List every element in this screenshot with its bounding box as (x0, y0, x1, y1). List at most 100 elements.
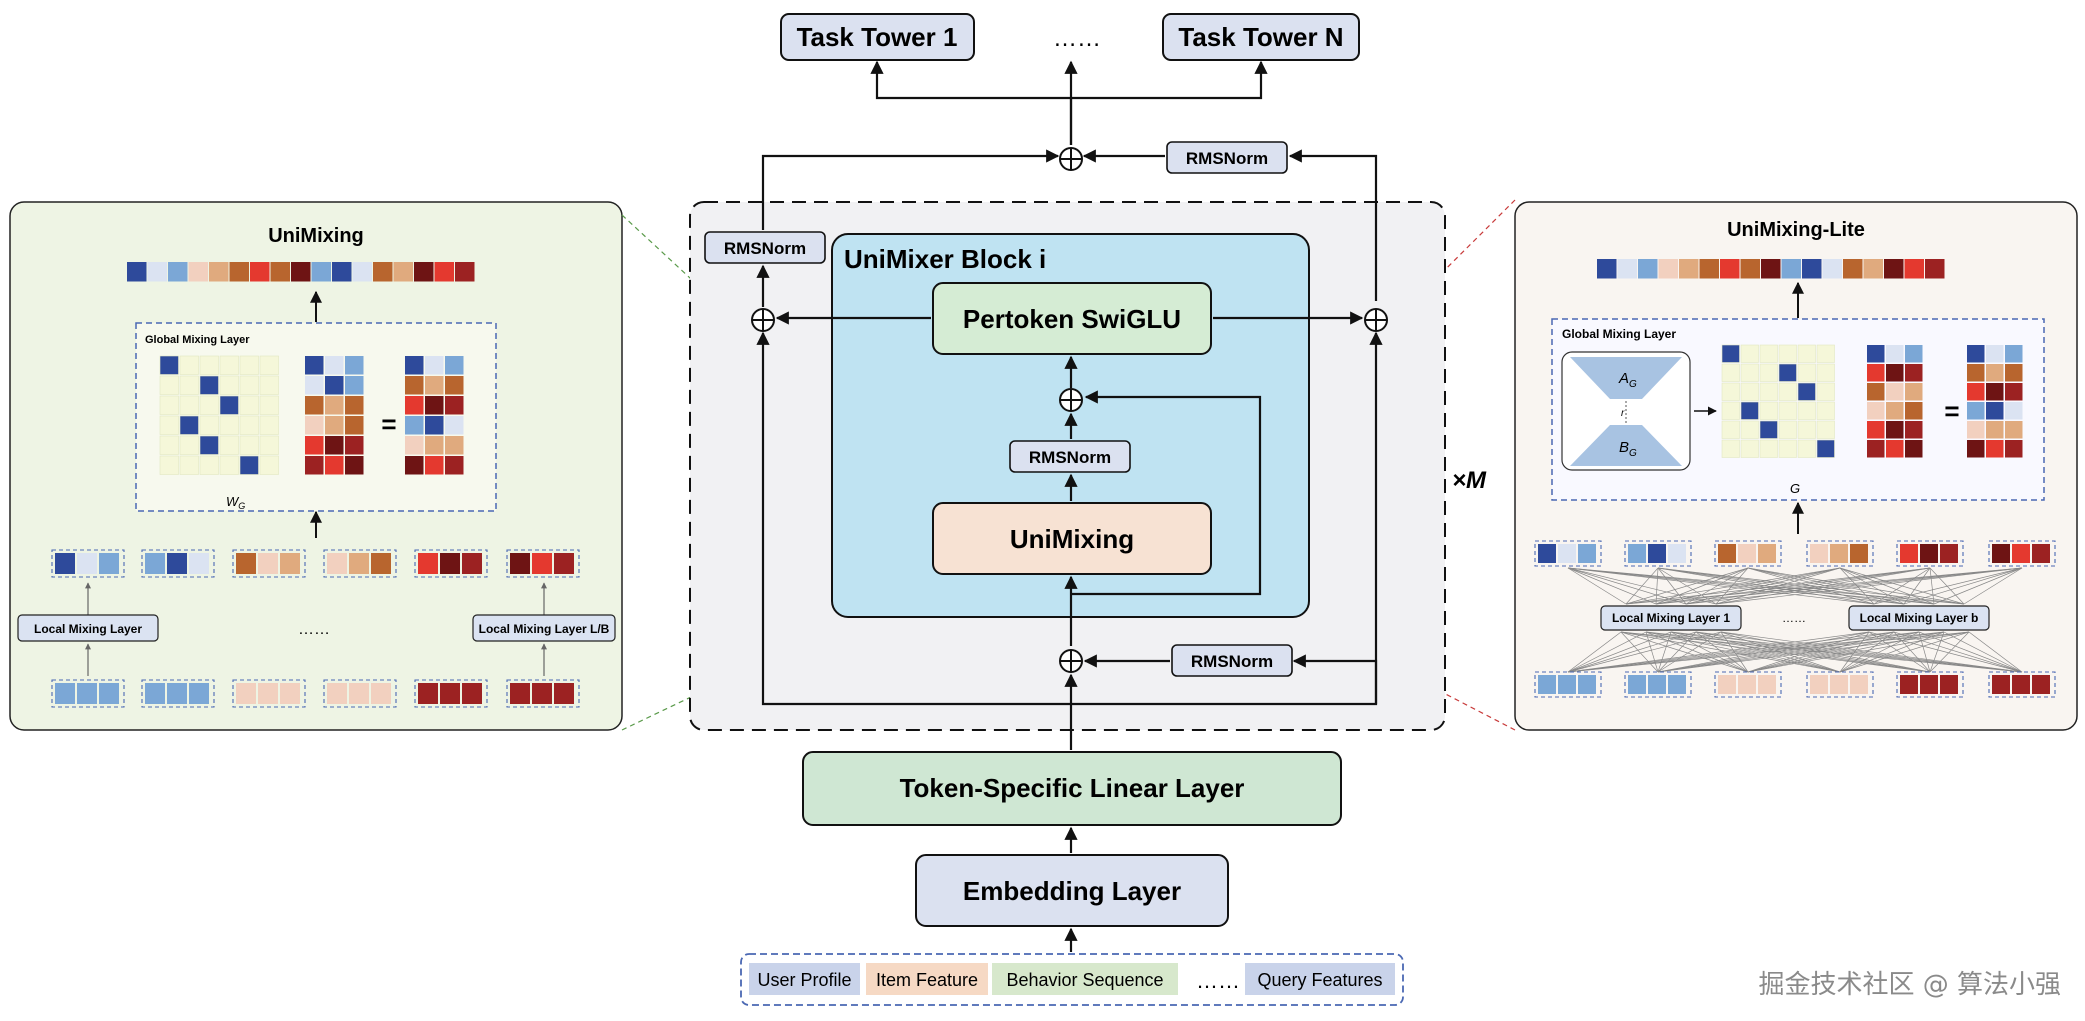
token-cell (1900, 675, 1918, 694)
fan-line (1685, 567, 1931, 605)
token-cell (462, 553, 482, 574)
token-cell (1648, 675, 1666, 694)
token-cell (554, 553, 574, 574)
token-group-frame (414, 549, 488, 578)
feature-chip (1245, 963, 1395, 995)
right-local-mixing-last-label: Local Mixing Layer b (1860, 611, 1979, 625)
fan-line (1657, 631, 1945, 673)
right-unimixing-lite-panel: UniMixing-Lite Global Mixing Layer AG BG… (1514, 201, 2078, 731)
unimixer-block-title: UniMixer Block i (844, 244, 1046, 274)
right-input-tokens (1534, 671, 2056, 698)
fan-line (1929, 567, 1965, 605)
token-group-frame (1624, 540, 1692, 567)
token-cell (2012, 675, 2030, 694)
weight-cell (1778, 382, 1797, 401)
matrix-cell (1967, 345, 1985, 363)
factor-b-label: BG (1619, 439, 1637, 459)
fan-line (1567, 567, 1717, 605)
weight-cell (1797, 420, 1816, 439)
token-cell (1720, 259, 1740, 279)
matrix-cell (1867, 402, 1885, 420)
factor-a-label: AG (1618, 370, 1637, 390)
fan-line (1567, 631, 1870, 673)
token-cell (1850, 675, 1868, 694)
token-group-frame (1714, 540, 1782, 567)
unimixing-label: UniMixing (1010, 524, 1134, 554)
token-cell (1761, 259, 1781, 279)
token-group-frame (506, 549, 580, 578)
token-cell (1578, 544, 1596, 563)
weight-cell (259, 395, 279, 415)
token-cell (311, 262, 331, 282)
matrix-cell (405, 456, 424, 475)
matrix-cell (2005, 345, 2023, 363)
fan-line (1918, 631, 1931, 673)
token-cell (280, 683, 300, 704)
token-cell (258, 683, 278, 704)
matrix-cell (1867, 364, 1885, 382)
fan-line (1929, 567, 1935, 605)
weight-cell (219, 435, 239, 455)
matrix-cell (305, 436, 324, 455)
token-cell (99, 683, 119, 704)
token-cell (1830, 675, 1848, 694)
token-cell (418, 683, 438, 704)
token-cell (1668, 544, 1686, 563)
left-output-matrix (405, 356, 464, 475)
matrix-cell (405, 356, 424, 375)
weight-cell (1740, 439, 1759, 458)
left-global-mixing-label: Global Mixing Layer (145, 334, 250, 346)
matrix-cell (425, 376, 444, 395)
token-cell (393, 262, 413, 282)
token-group-frame (1534, 671, 1602, 698)
matrix-cell (325, 396, 344, 415)
right-equals-sign: = (1944, 396, 1959, 426)
matrix-cell (345, 456, 364, 475)
fan-line (1567, 567, 1935, 605)
fan-line (1839, 567, 1905, 605)
token-cell (332, 262, 352, 282)
token-cell (209, 262, 229, 282)
matrix-cell (2005, 440, 2023, 458)
token-cell (1628, 675, 1646, 694)
watermark: 掘金技术社区 @ 算法小强 (1758, 970, 2061, 1000)
factor-a-shape (1570, 357, 1682, 399)
matrix-cell (305, 356, 324, 375)
token-cell (455, 262, 475, 282)
matrix-cell (405, 436, 424, 455)
rmsnorm-inner-label: RMSNorm (1029, 448, 1111, 467)
token-group-frame (141, 679, 215, 708)
fan-line (1567, 631, 1895, 673)
matrix-cell (325, 456, 344, 475)
token-cell (554, 683, 574, 704)
weight-cell (1740, 344, 1759, 363)
weight-cell (159, 355, 179, 375)
token-cell (373, 262, 393, 282)
token-group-frame (1988, 671, 2056, 698)
token-cell (349, 683, 369, 704)
matrix-cell (425, 456, 444, 475)
token-cell (1638, 259, 1658, 279)
token-cell (1992, 544, 2010, 563)
weight-cell (199, 435, 219, 455)
fan-line (1747, 567, 1905, 605)
token-cell (188, 262, 208, 282)
left-add-operator (751, 308, 775, 332)
fan-line (1645, 631, 1749, 673)
token-cell (1538, 544, 1556, 563)
fan-line (1657, 567, 1905, 605)
token-cell (1718, 544, 1736, 563)
matrix-cell (1886, 402, 1904, 420)
token-cell (349, 553, 369, 574)
token-cell (1699, 259, 1719, 279)
weight-cell (1816, 382, 1835, 401)
token-cell (1810, 675, 1828, 694)
matrix-cell (2005, 402, 2023, 420)
right-g-matrix (1721, 344, 1835, 458)
fan-line (1567, 567, 1965, 605)
fan-line (1720, 631, 1841, 673)
fan-line (1715, 567, 2023, 605)
task-tower-n-label: Task Tower N (1178, 22, 1343, 52)
token-cell (1884, 259, 1904, 279)
